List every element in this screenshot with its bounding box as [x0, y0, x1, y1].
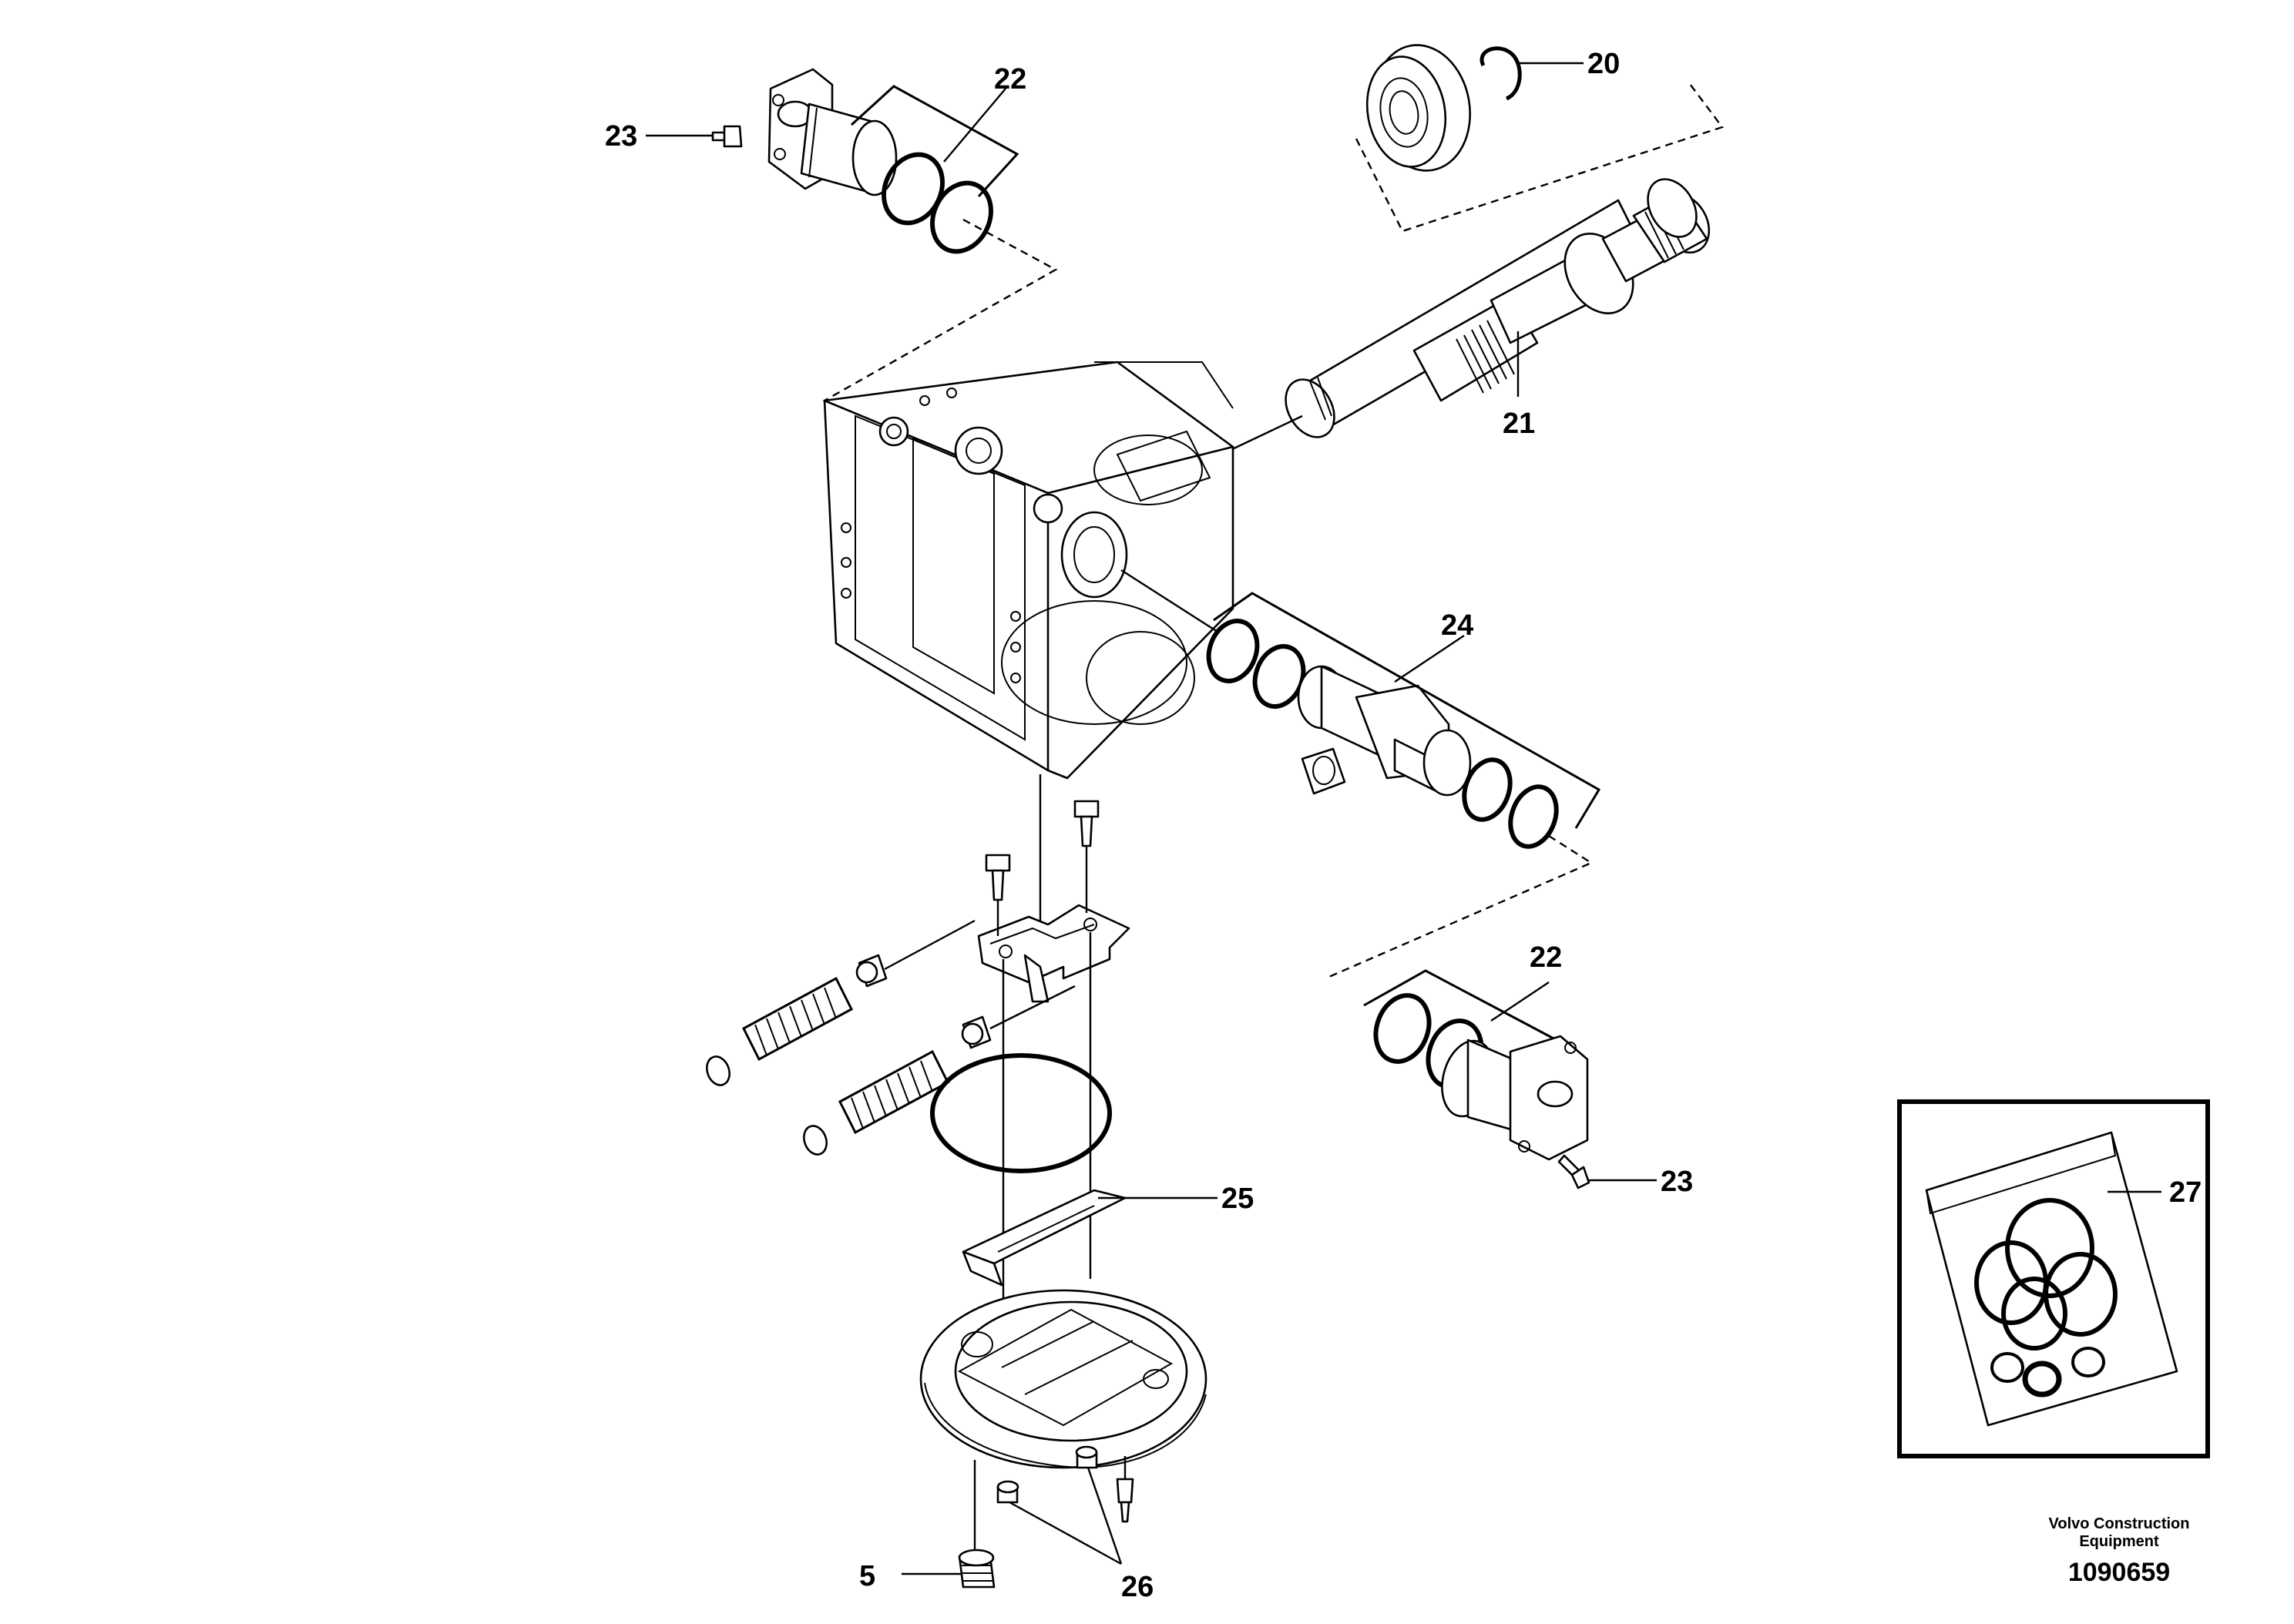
disc-upper [706, 1055, 731, 1086]
leader-24 [1394, 635, 1465, 683]
leader-plug-lower [989, 985, 1076, 1030]
dashed-guide-valve [1325, 834, 1594, 980]
snap-ring-20 [1480, 46, 1522, 101]
leader-plug-upper [884, 919, 976, 971]
brand-line-2: Equipment [2079, 1533, 2159, 1550]
callout-22-right: 22 [1530, 941, 1562, 974]
doc-number: 1090659 [2068, 1558, 2170, 1587]
o-rings-24-rear [1462, 757, 1559, 849]
callout-22-top: 22 [994, 63, 1026, 96]
leader-housing-valve [1120, 569, 1218, 633]
pump-housing [823, 361, 1234, 780]
callout-5: 5 [859, 1560, 875, 1592]
brand-line-1: Volvo Construction [2049, 1515, 2190, 1532]
leader-shaft-housing [1228, 414, 1303, 452]
end-cover [919, 1289, 1207, 1469]
leader-22-right [1490, 981, 1550, 1022]
control-plate [977, 904, 1130, 1003]
valve-spool-24 [1297, 665, 1472, 797]
callout-20: 20 [1587, 48, 1620, 80]
bolt-23-top [711, 125, 743, 148]
drive-shaft-21 [1285, 178, 1711, 438]
flange-cover-right [1441, 1035, 1589, 1161]
o-rings-24-front [1206, 619, 1306, 709]
bolt-23-right [1557, 1154, 1590, 1189]
disc-lower [803, 1125, 828, 1156]
plug-upper [855, 954, 888, 988]
callout-23-right: 23 [1661, 1166, 1693, 1198]
callout-21: 21 [1503, 408, 1535, 440]
o-ring-large [930, 1053, 1112, 1173]
o-rings-22-top [882, 152, 993, 254]
bracket-22-top [850, 85, 1019, 198]
callout-26: 26 [1121, 1571, 1154, 1603]
seal-kit-inset [1897, 1099, 2210, 1458]
callout-27: 27 [2169, 1176, 2202, 1209]
callout-24: 24 [1441, 609, 1473, 642]
plugs-26 [996, 1445, 1098, 1504]
spring-upper [742, 976, 853, 1062]
leader-26 [1009, 1467, 1123, 1565]
bolt-plate-b [1073, 800, 1100, 847]
callout-25: 25 [1221, 1183, 1254, 1215]
bolt-plate-a [985, 854, 1011, 901]
plug-5 [958, 1549, 996, 1589]
ball-bearing [1365, 44, 1471, 172]
leader-22-top [943, 88, 1006, 163]
plug-lower [961, 1015, 992, 1049]
flange-cover-top-left [767, 68, 898, 196]
callout-23-top: 23 [605, 120, 637, 153]
cover-screws [973, 1456, 1134, 1556]
bracket-24 [1213, 592, 1601, 829]
plate-25 [962, 1189, 1127, 1287]
